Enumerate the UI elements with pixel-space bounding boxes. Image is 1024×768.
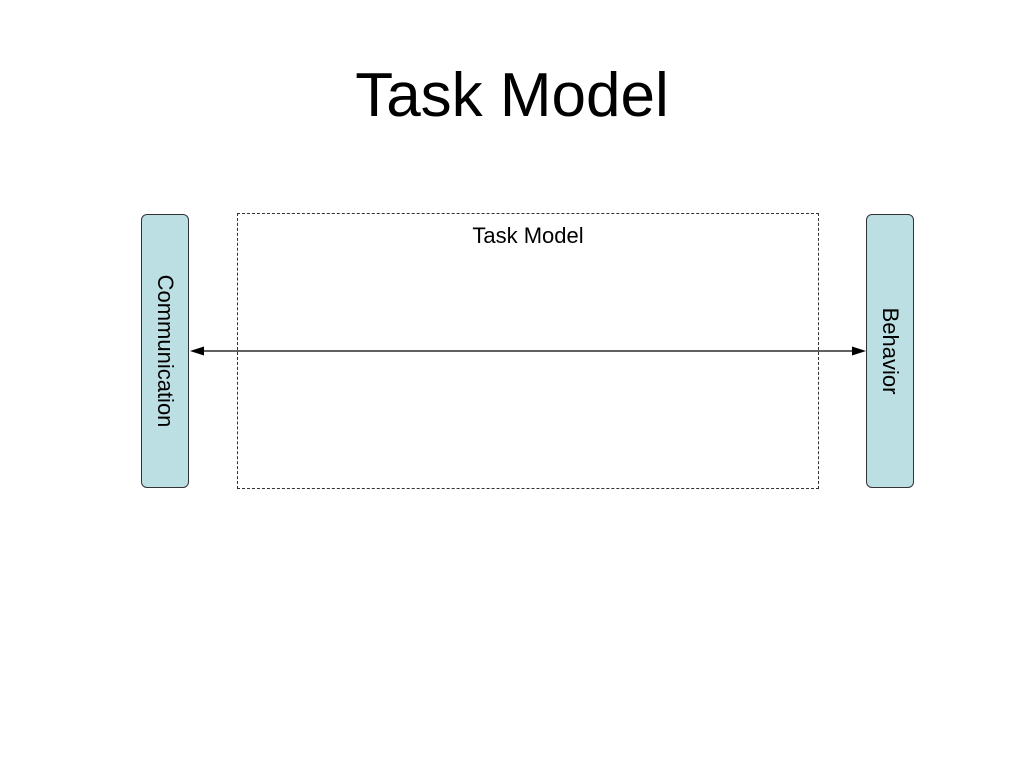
behavior-label: Behavior: [878, 307, 903, 395]
behavior-box: Behavior: [866, 214, 914, 488]
communication-box: Communication: [141, 214, 189, 488]
arrowhead-left-icon: [190, 346, 204, 356]
arrowhead-right-icon: [852, 346, 866, 356]
communication-label: Communication: [153, 274, 178, 428]
slide-title: Task Model: [355, 61, 669, 130]
task-model-frame: Task Model: [237, 213, 819, 489]
task-model-label: Task Model: [472, 223, 584, 248]
